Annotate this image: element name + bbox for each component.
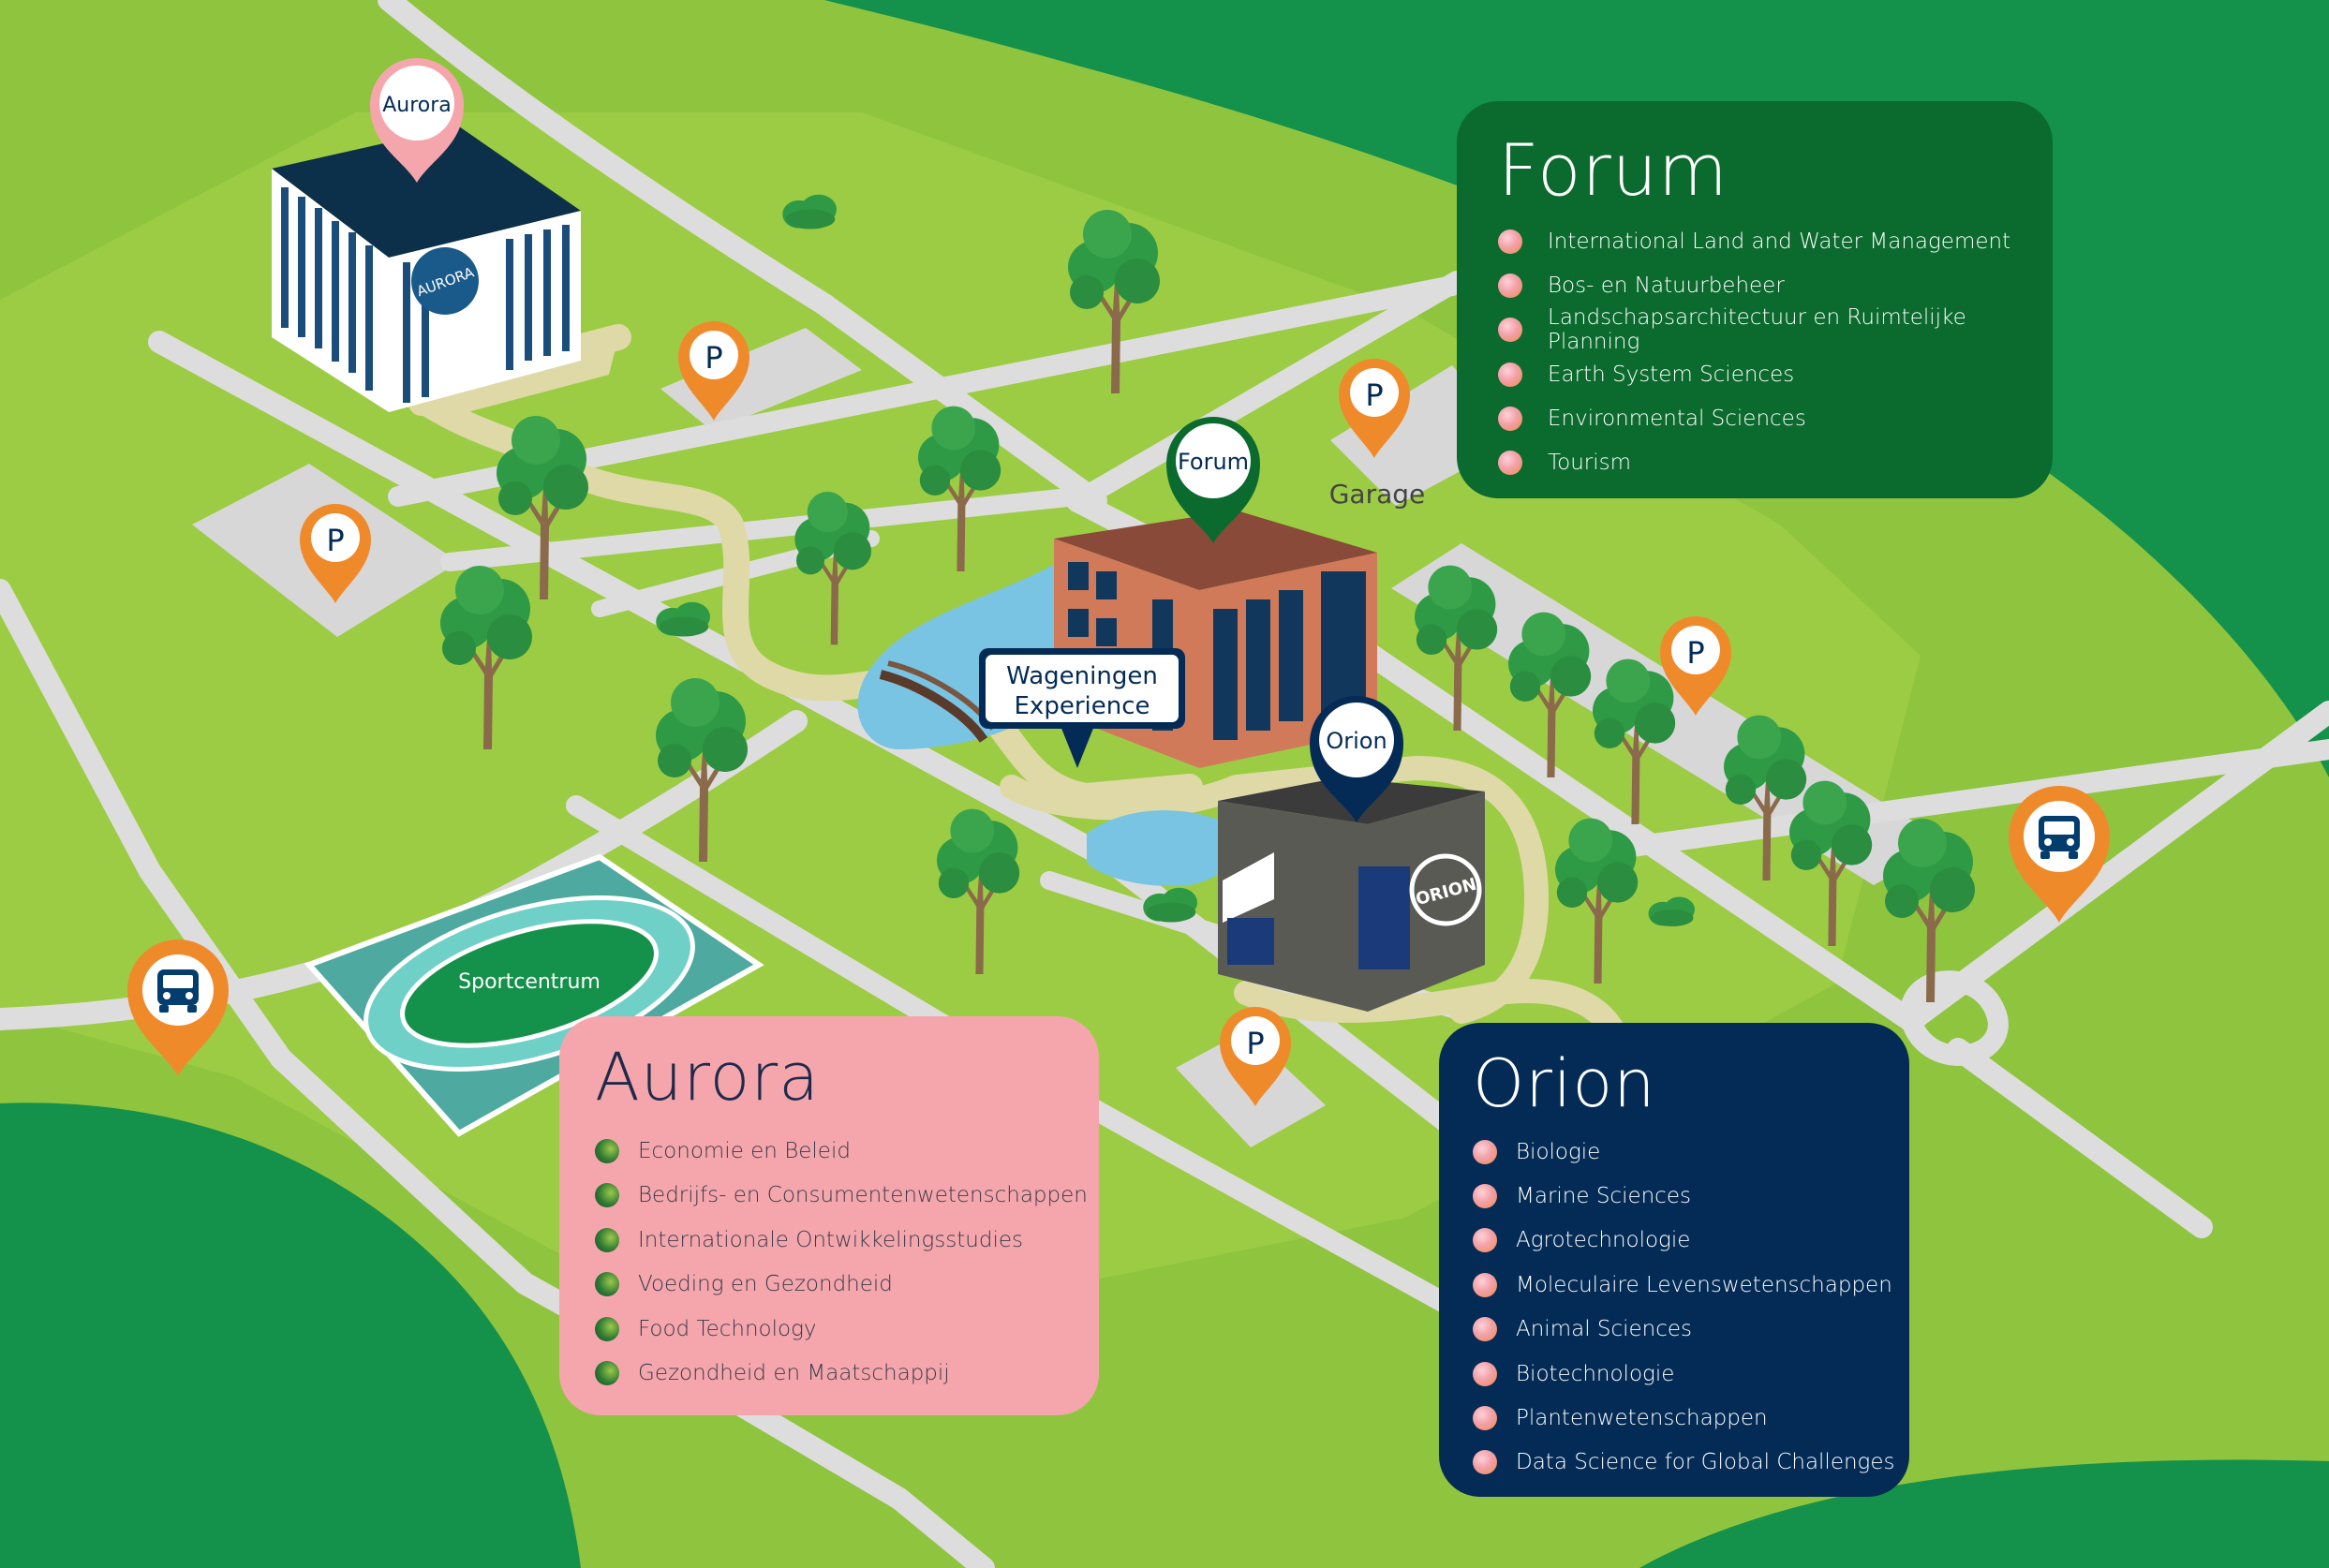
bullet-icon (1498, 406, 1522, 431)
list-item: Voeding en Gezondheid (595, 1263, 1099, 1308)
list-item: Biologie (1473, 1130, 1909, 1174)
list-item: Plantenwetenschappen (1473, 1396, 1909, 1440)
aurora-pin-label: Aurora (382, 94, 452, 117)
bullet-icon (595, 1183, 619, 1208)
orion-pin-label: Orion (1326, 728, 1387, 754)
orion-pin[interactable]: Orion (1310, 696, 1403, 822)
list-item: Bos- en Natuurbeheer (1498, 263, 2053, 307)
list-item: Bedrijfs- en Consumentenwetenschappen (595, 1174, 1099, 1219)
wageningen-label-line1: Wageningen (1006, 662, 1158, 690)
orion-programme-list: Biologie Marine Sciences Agrotechnologie… (1473, 1130, 1909, 1485)
bridge (879, 670, 988, 743)
aurora-building: AURORA (272, 126, 618, 417)
list-item: Environmental Sciences (1498, 396, 2053, 440)
list-item: Gezondheid en Maatschappij (595, 1352, 1099, 1397)
bullet-icon (1498, 451, 1522, 476)
orion-info-panel: Orion Biologie Marine Sciences Agrotechn… (1439, 1023, 1909, 1497)
list-item: International Land and Water Management (1498, 219, 2053, 263)
bullet-icon (1473, 1361, 1497, 1386)
orion-panel-title: Orion (1473, 1045, 1656, 1122)
bullet-icon (1498, 273, 1522, 298)
list-item: Biotechnologie (1473, 1352, 1909, 1396)
list-item: Economie en Beleid (595, 1129, 1099, 1174)
bullet-icon (1498, 229, 1522, 254)
list-item: Animal Sciences (1473, 1308, 1909, 1352)
list-item: Agrotechnologie (1473, 1219, 1909, 1263)
forum-programme-list: International Land and Water Management … (1498, 219, 2053, 485)
list-item: Marine Sciences (1473, 1174, 1909, 1218)
wageningen-label-line2: Experience (1015, 692, 1150, 720)
bullet-icon (1473, 1450, 1497, 1475)
wageningen-experience-sign[interactable]: Wageningen Experience (979, 648, 1185, 768)
svg-text:P: P (1365, 377, 1383, 413)
bullet-icon (595, 1138, 619, 1163)
list-item: Internationale Ontwikkelingsstudies (595, 1218, 1099, 1263)
svg-text:P: P (326, 523, 344, 558)
list-item: Food Technology (595, 1307, 1099, 1352)
parking-pin[interactable]: P (1660, 616, 1731, 716)
forum-panel-title: Forum (1498, 128, 1728, 212)
forum-pin-label: Forum (1178, 449, 1249, 475)
bullet-icon (1498, 318, 1522, 343)
bullet-icon (1473, 1406, 1497, 1431)
aurora-pin[interactable]: Aurora (370, 58, 464, 183)
bullet-icon (595, 1361, 619, 1386)
sportcentrum: Sportcentrum (304, 853, 764, 1137)
bullet-icon (595, 1272, 619, 1297)
parking-pin[interactable]: P (300, 504, 371, 603)
list-item: Landschapsarchitectuur en Ruimtelijke Pl… (1498, 305, 2053, 354)
garage-label: Garage (1329, 479, 1426, 510)
bullet-icon (595, 1227, 619, 1252)
forum-pin[interactable]: Forum (1166, 417, 1260, 543)
bullet-icon (1498, 362, 1522, 387)
svg-text:P: P (1686, 635, 1704, 671)
aurora-panel-title: Aurora (595, 1039, 820, 1116)
list-item: Earth System Sciences (1498, 352, 2053, 396)
aurora-programme-list: Economie en Beleid Bedrijfs- en Consumen… (595, 1129, 1099, 1396)
bullet-icon (595, 1316, 619, 1341)
sportcentrum-label: Sportcentrum (458, 970, 601, 994)
bullet-icon (1473, 1139, 1497, 1164)
parking-pin[interactable]: P (678, 321, 749, 421)
list-item: Tourism (1498, 440, 2053, 484)
parking-pin[interactable]: P (1220, 1007, 1291, 1106)
bullet-icon (1473, 1228, 1497, 1253)
dark-green-area-southeast (1639, 1459, 2329, 1568)
bullet-icon (1473, 1272, 1497, 1297)
svg-text:P: P (1246, 1026, 1264, 1061)
dark-green-area-southwest (0, 1102, 581, 1568)
list-item: Data Science for Global Challenges (1473, 1441, 1909, 1485)
aurora-info-panel: Aurora Economie en Beleid Bedrijfs- en C… (559, 1016, 1099, 1415)
bullet-icon (1473, 1317, 1497, 1342)
bullet-icon (1473, 1184, 1497, 1209)
list-item: Moleculaire Levenswetenschappen (1473, 1263, 1909, 1307)
forum-info-panel: Forum International Land and Water Manag… (1457, 101, 2053, 498)
svg-text:P: P (705, 340, 722, 376)
parking-pin[interactable]: P (1339, 359, 1410, 458)
